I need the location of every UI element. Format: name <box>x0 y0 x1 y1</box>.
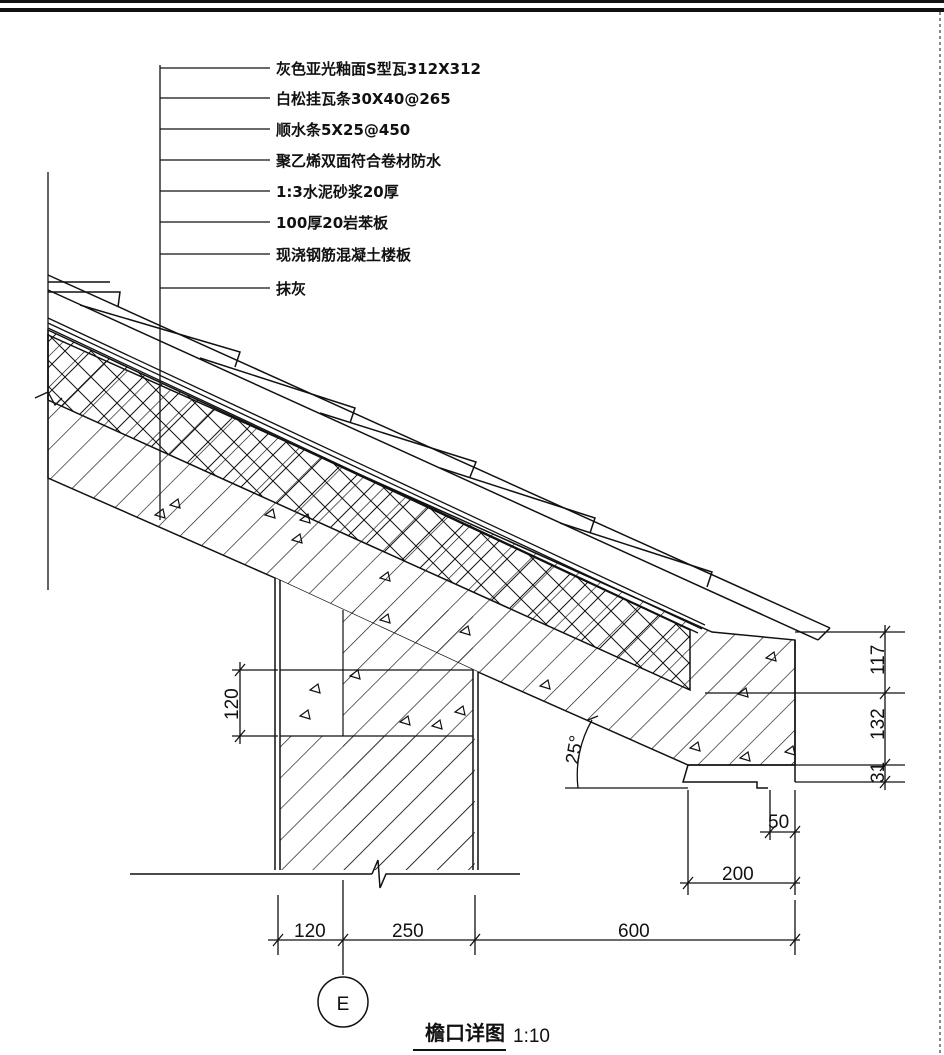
drawing-title: 檐口详图 1:10 <box>413 1021 550 1051</box>
title-text: 檐口详图 <box>425 1021 505 1045</box>
dim-132: 132 <box>868 708 889 740</box>
angle-label: 25° <box>562 734 588 766</box>
axis-marker-label: E <box>337 994 350 1015</box>
leader-line <box>159 65 270 520</box>
right-dimensions <box>705 625 905 790</box>
layer-label-2: 白松挂瓦条30X40@265 <box>276 90 451 108</box>
layer-label-6: 100厚20岩苯板 <box>276 214 389 232</box>
roof-tiles <box>47 274 831 641</box>
break-lines <box>34 172 63 590</box>
layer-label-8: 抹灰 <box>276 280 306 298</box>
beam-dimension <box>232 662 278 744</box>
dim-120-vertical: 120 <box>222 688 243 720</box>
layer-label-4: 聚乙烯双面符合卷材防水 <box>275 152 442 170</box>
gutter <box>681 640 798 794</box>
layer-labels: 灰色亚光釉面S型瓦312X312 白松挂瓦条30X40@265 顺水条5X25@… <box>275 60 481 298</box>
layer-label-5: 1:3水泥砂浆20厚 <box>276 183 399 201</box>
aggregate-marks <box>153 497 796 762</box>
dim-bottom-120: 120 <box>294 921 326 942</box>
angle-annotation <box>565 715 688 789</box>
scale-text: 1:10 <box>513 1026 550 1047</box>
layer-label-1: 灰色亚光釉面S型瓦312X312 <box>276 60 481 78</box>
layer-label-3: 顺水条5X25@450 <box>276 121 410 139</box>
dim-117: 117 <box>868 645 889 675</box>
dim-bottom-600: 600 <box>618 921 650 942</box>
dim-50: 50 <box>768 812 789 833</box>
dim-31: 31 <box>868 762 889 783</box>
dim-bottom-250: 250 <box>392 921 424 942</box>
axis-marker: E <box>317 976 369 1028</box>
dim-200: 200 <box>722 864 754 885</box>
membrane-lines <box>47 317 706 634</box>
bottom-dimensions <box>268 880 801 975</box>
gutter-dimensions <box>680 790 801 895</box>
wall <box>130 578 520 889</box>
layer-label-7: 现浇钢筋混凝土楼板 <box>276 246 412 264</box>
